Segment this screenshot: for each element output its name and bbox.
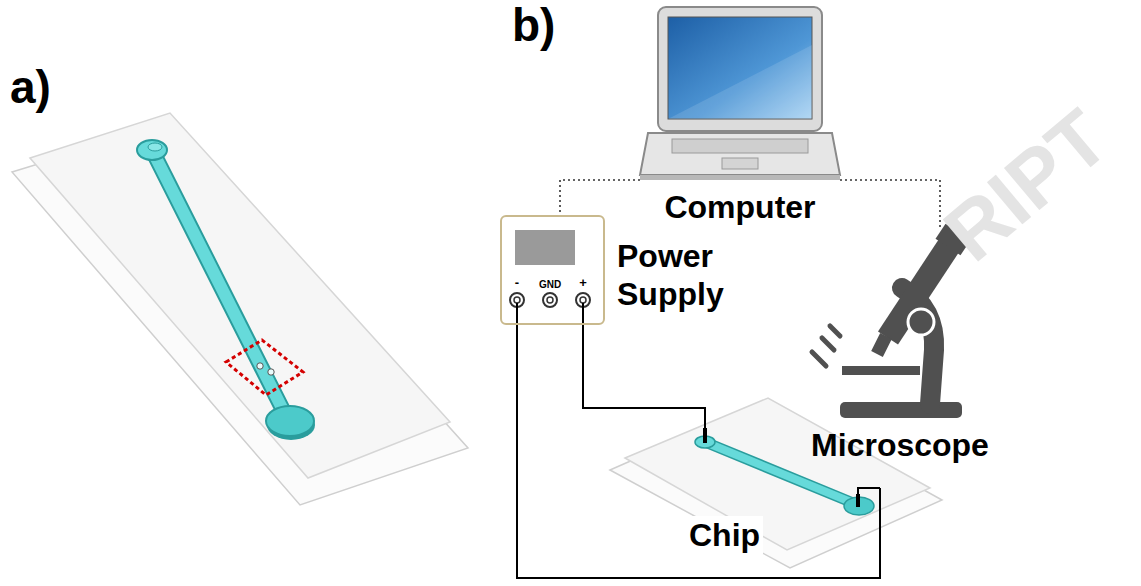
laptop-base — [640, 133, 840, 175]
terminal — [580, 297, 586, 303]
wire — [583, 325, 705, 428]
computer-icon: Computer — [640, 5, 840, 230]
node-label: Computer — [640, 188, 840, 226]
microscope-tube — [888, 244, 950, 338]
motion-line — [830, 326, 840, 336]
terminal-label: - — [515, 276, 519, 290]
motion-line — [822, 338, 834, 350]
electrode — [703, 428, 707, 443]
electrode-hole — [268, 369, 274, 375]
microchannel — [152, 150, 288, 420]
electrode-hole — [257, 363, 263, 369]
reservoir-port — [148, 143, 162, 151]
power-supply-details — [510, 230, 590, 325]
screen-glare — [668, 45, 812, 119]
terminal-label: + — [579, 276, 587, 290]
electrode — [856, 494, 860, 507]
reservoir — [137, 140, 167, 160]
laptop-edge — [640, 175, 840, 180]
laptop-screen — [668, 17, 812, 119]
wire — [582, 303, 584, 325]
node-label: Chip — [686, 516, 763, 554]
microscope-knob — [908, 309, 934, 335]
glass-slide — [625, 398, 930, 550]
wire — [858, 488, 880, 496]
wire — [516, 303, 518, 325]
highlight-box — [226, 340, 303, 395]
terminal — [514, 297, 520, 303]
chip-illustration — [610, 398, 942, 568]
laptop-touchpad — [722, 158, 758, 169]
panel-letter: a) — [10, 62, 51, 113]
panel-letter: b) — [512, 0, 555, 51]
terminal — [547, 297, 553, 303]
reservoir — [266, 406, 314, 436]
display-screen — [515, 230, 575, 265]
laptop-lid — [658, 7, 822, 131]
chip-region: Chip — [600, 428, 880, 568]
node-label: Power Supply — [617, 237, 752, 314]
microscope-stage — [842, 366, 920, 375]
data-link — [840, 180, 940, 230]
data-link — [560, 180, 640, 215]
microscope-base — [840, 402, 962, 418]
microscope-icon: Microscope — [800, 230, 1000, 470]
microchannel — [152, 150, 288, 420]
node-label: Microscope — [800, 426, 1000, 464]
chip-illustration — [12, 113, 468, 505]
glass-slide — [30, 113, 450, 478]
motion-line — [812, 352, 826, 366]
laptop-keyboard — [672, 139, 808, 153]
computer-icon — [640, 5, 840, 187]
power-supply-box: Power Supply — [500, 215, 605, 325]
terminal-label: GND — [539, 279, 561, 290]
microscope-objective — [877, 336, 886, 354]
terminal — [543, 293, 557, 307]
